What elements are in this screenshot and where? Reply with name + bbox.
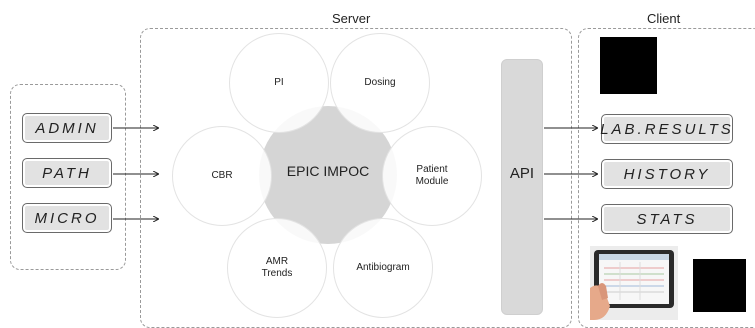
api-bar [501, 59, 543, 315]
data-sources-region [10, 84, 126, 270]
source-admin-box: ADMIN [22, 113, 112, 143]
tablet-hand-icon [590, 246, 678, 320]
hub-label: EPIC IMPOC [286, 163, 370, 179]
module-patient-node: Patient Module [382, 126, 482, 226]
source-path-box: PATH [22, 158, 112, 188]
tablet-image [590, 246, 678, 320]
module-dosing-node: Dosing [330, 33, 430, 133]
module-amr-trends-node: AMR Trends [227, 218, 327, 318]
module-antibiogram-node: Antibiogram [333, 218, 433, 318]
server-title: Server [332, 11, 371, 26]
source-micro-box: MICRO [22, 203, 112, 233]
module-cbr-node: CBR [172, 126, 272, 226]
output-stats-box: STATS [601, 204, 733, 234]
placeholder-top-image [600, 37, 657, 94]
api-label: API [509, 165, 535, 182]
output-lab-results-box: LAB.RESULTS [600, 114, 733, 144]
module-pi-node: PI [229, 33, 329, 133]
connector-arrows [113, 0, 755, 320]
client-title: Client [647, 11, 681, 26]
placeholder-bottom-image [693, 259, 746, 312]
output-history-box: HISTORY [601, 159, 733, 189]
